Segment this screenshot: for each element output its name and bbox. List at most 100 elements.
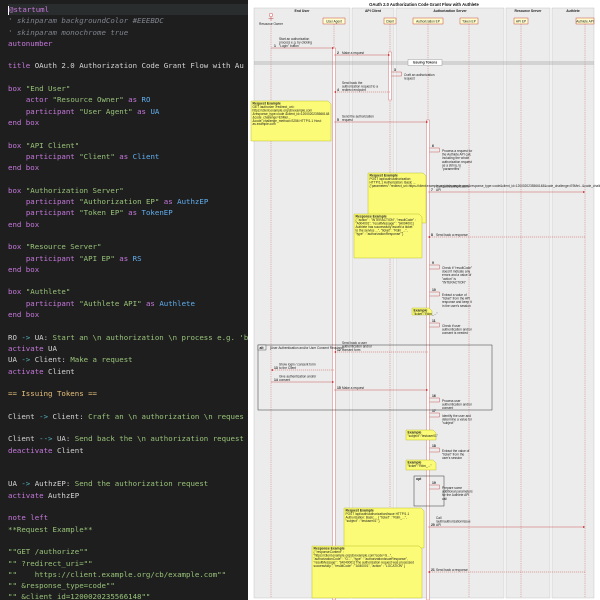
message-label: Check if "resultCode"doesn't indicate an… bbox=[442, 266, 472, 284]
code-line[interactable] bbox=[8, 422, 248, 433]
self-message-arrow bbox=[391, 71, 402, 77]
code-line[interactable] bbox=[8, 377, 248, 388]
message-number: 4 bbox=[337, 88, 339, 92]
note-body: "ticket":"Rdm_..." bbox=[414, 312, 438, 316]
code-line[interactable]: activate AuthzEP bbox=[8, 490, 80, 500]
code-line[interactable]: Client -> Client: Craft an \n authorizat… bbox=[8, 411, 244, 421]
code-line[interactable]: box "Authlete" bbox=[8, 287, 71, 297]
code-line[interactable] bbox=[8, 128, 248, 139]
code-line[interactable]: @startuml bbox=[8, 4, 248, 16]
self-message-arrow bbox=[429, 322, 440, 328]
message-number: 10 bbox=[432, 288, 436, 292]
code-line[interactable]: "" &response_type=code"" bbox=[8, 581, 115, 591]
box-4 bbox=[551, 7, 595, 599]
code-line[interactable] bbox=[8, 467, 248, 478]
code-line[interactable]: participant "API EP" as RS bbox=[25, 253, 142, 263]
code-line[interactable]: end box bbox=[8, 310, 40, 320]
arrowhead-icon bbox=[426, 121, 428, 123]
code-line[interactable] bbox=[8, 501, 248, 512]
code-editor[interactable]: @startuml' skinparam backgroundColor #EE… bbox=[0, 0, 248, 600]
code-line[interactable] bbox=[8, 72, 248, 83]
code-line[interactable]: UA -> Client: Make a request bbox=[8, 355, 133, 365]
arrowhead-icon bbox=[388, 54, 390, 56]
code-line[interactable] bbox=[8, 173, 248, 184]
code-line[interactable] bbox=[8, 49, 248, 60]
note-title: Response Example bbox=[314, 547, 345, 551]
message-label: Make a request bbox=[342, 386, 364, 390]
note-title: Request Example bbox=[253, 102, 281, 106]
code-line[interactable]: participant "Authlete API" as Authlete bbox=[25, 298, 195, 308]
code-line[interactable]: **Request Example** bbox=[8, 524, 93, 534]
code-line[interactable]: box "Authorization Server" bbox=[8, 185, 124, 195]
participant-box bbox=[383, 17, 397, 25]
arrowhead-icon bbox=[332, 381, 334, 383]
code-line[interactable]: end box bbox=[8, 219, 40, 229]
box-label: Authorization Server bbox=[433, 9, 467, 13]
note-body: { "action" : "INTERACTION", "resultCode"… bbox=[356, 218, 417, 236]
participant-box bbox=[459, 17, 479, 25]
code-line[interactable]: participant "User Agent" as UA bbox=[25, 106, 160, 116]
code-line[interactable]: participant "Authorization EP" as AuthzE… bbox=[25, 197, 209, 207]
code-line[interactable]: RO -> UA: Start an \n authorization \n p… bbox=[8, 332, 248, 342]
code-line[interactable]: ' skinparam backgroundColor #EEEBDC bbox=[8, 16, 164, 26]
code-line[interactable]: ' skinparam monochrome true bbox=[8, 27, 129, 37]
code-line[interactable] bbox=[8, 456, 248, 467]
note bbox=[411, 307, 433, 316]
arrowhead-icon bbox=[332, 47, 334, 49]
message-number: 5 bbox=[337, 118, 339, 122]
arrowhead-icon bbox=[334, 351, 336, 353]
note-title: Example bbox=[414, 309, 428, 313]
code-line[interactable]: participant "Client" as Client bbox=[25, 151, 160, 161]
code-line[interactable]: box "End User" bbox=[8, 84, 71, 94]
box-label: Authlete bbox=[566, 9, 580, 13]
code-line[interactable] bbox=[8, 399, 248, 410]
code-line[interactable] bbox=[8, 320, 248, 331]
code-line[interactable]: box "Resource Server" bbox=[8, 242, 102, 252]
self-message-arrow bbox=[429, 447, 440, 453]
code-line[interactable]: end box bbox=[8, 163, 40, 173]
participant-box bbox=[322, 17, 346, 25]
code-line[interactable]: UA -> AuthzEP: Send the authorization re… bbox=[8, 479, 209, 489]
code-line[interactable] bbox=[8, 230, 248, 241]
code-line[interactable]: note left bbox=[8, 513, 49, 523]
divider-label: Issuing Tokens bbox=[413, 61, 438, 65]
note-body: POST /api/auth/authorization/issue HTTP/… bbox=[346, 512, 410, 523]
self-message-arrow bbox=[429, 484, 440, 490]
code-line[interactable]: title OAuth 2.0 Authorization Code Grant… bbox=[8, 61, 244, 71]
code-line[interactable]: end box bbox=[8, 264, 40, 274]
message-number: 15 bbox=[337, 386, 341, 390]
code-line[interactable]: Client --> UA: Send back the \n authoriz… bbox=[8, 434, 244, 444]
code-line[interactable]: autonumber bbox=[8, 38, 53, 48]
code-line[interactable]: activate Client bbox=[8, 366, 75, 376]
code-line[interactable]: ""GET /authorize"" bbox=[8, 547, 89, 557]
code-line[interactable]: participant "Token EP" as TokenEP bbox=[25, 208, 173, 218]
code-line[interactable]: activate UA bbox=[8, 343, 57, 353]
code-line[interactable]: deactivate Client bbox=[8, 445, 84, 455]
code-line[interactable]: "" ?redirect_uri="" bbox=[8, 558, 93, 568]
sequence-diagram: OAuth 2.0 Authorization Code Grant Flow … bbox=[250, 2, 600, 600]
alt-group-tag bbox=[257, 344, 267, 351]
code-line[interactable]: box "API Client" bbox=[8, 140, 80, 150]
note-title: Request Example bbox=[346, 509, 374, 513]
self-message-arrow bbox=[429, 412, 440, 418]
code-line[interactable]: "" https://client.example.org/cb/example… bbox=[8, 569, 227, 579]
code-line[interactable]: == Issuing Tokens == bbox=[8, 389, 97, 399]
code-line[interactable]: end box bbox=[8, 117, 40, 127]
message-number: 14 bbox=[274, 378, 278, 382]
opt-group-frame bbox=[413, 475, 445, 507]
code-line[interactable] bbox=[8, 535, 248, 546]
diagram-title: OAuth 2.0 Authorization Code Grant Flow … bbox=[369, 2, 479, 7]
message-number: 16 bbox=[432, 394, 436, 398]
code-line[interactable]: actor "Resource Owner" as RO bbox=[25, 95, 151, 105]
code-line[interactable]: "" &client_id=1200020235566148"" bbox=[8, 592, 151, 600]
note-title: Example bbox=[408, 461, 422, 465]
code-line[interactable] bbox=[8, 275, 248, 286]
activation-bar bbox=[332, 47, 336, 600]
